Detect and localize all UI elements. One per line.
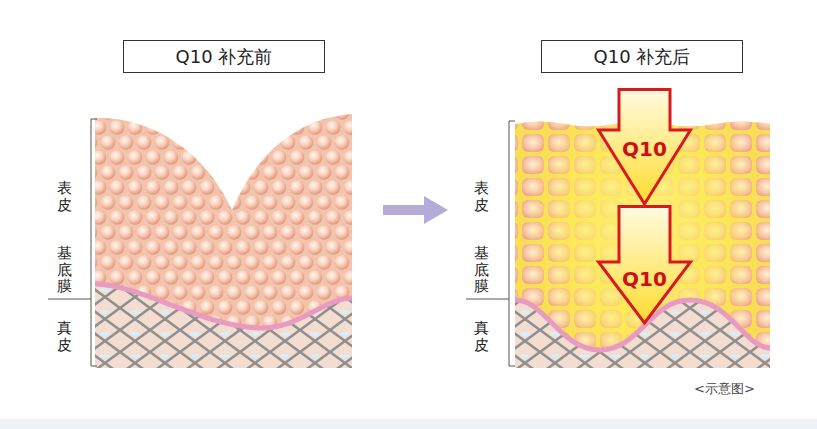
layer-label: 表皮	[57, 180, 72, 213]
q10-arrow: Q10	[597, 88, 692, 206]
layer-label: 基底膜	[57, 245, 72, 295]
arrow-shape	[597, 205, 692, 325]
arrow-label: Q10	[597, 267, 692, 291]
layer-label: 真皮	[57, 320, 72, 353]
title-box: Q10 补充后	[541, 40, 743, 73]
title-text: Q10 补充后	[594, 46, 691, 68]
layer-label: 基底膜	[474, 245, 489, 295]
title-box: Q10 补充前	[123, 40, 325, 73]
caption: <示意图>	[694, 380, 755, 398]
arrow-label: Q10	[597, 137, 692, 161]
title-text: Q10 补充前	[176, 46, 273, 68]
layer-label: 表皮	[474, 180, 489, 213]
q10-arrow: Q10	[597, 205, 692, 325]
layer-label: 真皮	[474, 320, 489, 353]
